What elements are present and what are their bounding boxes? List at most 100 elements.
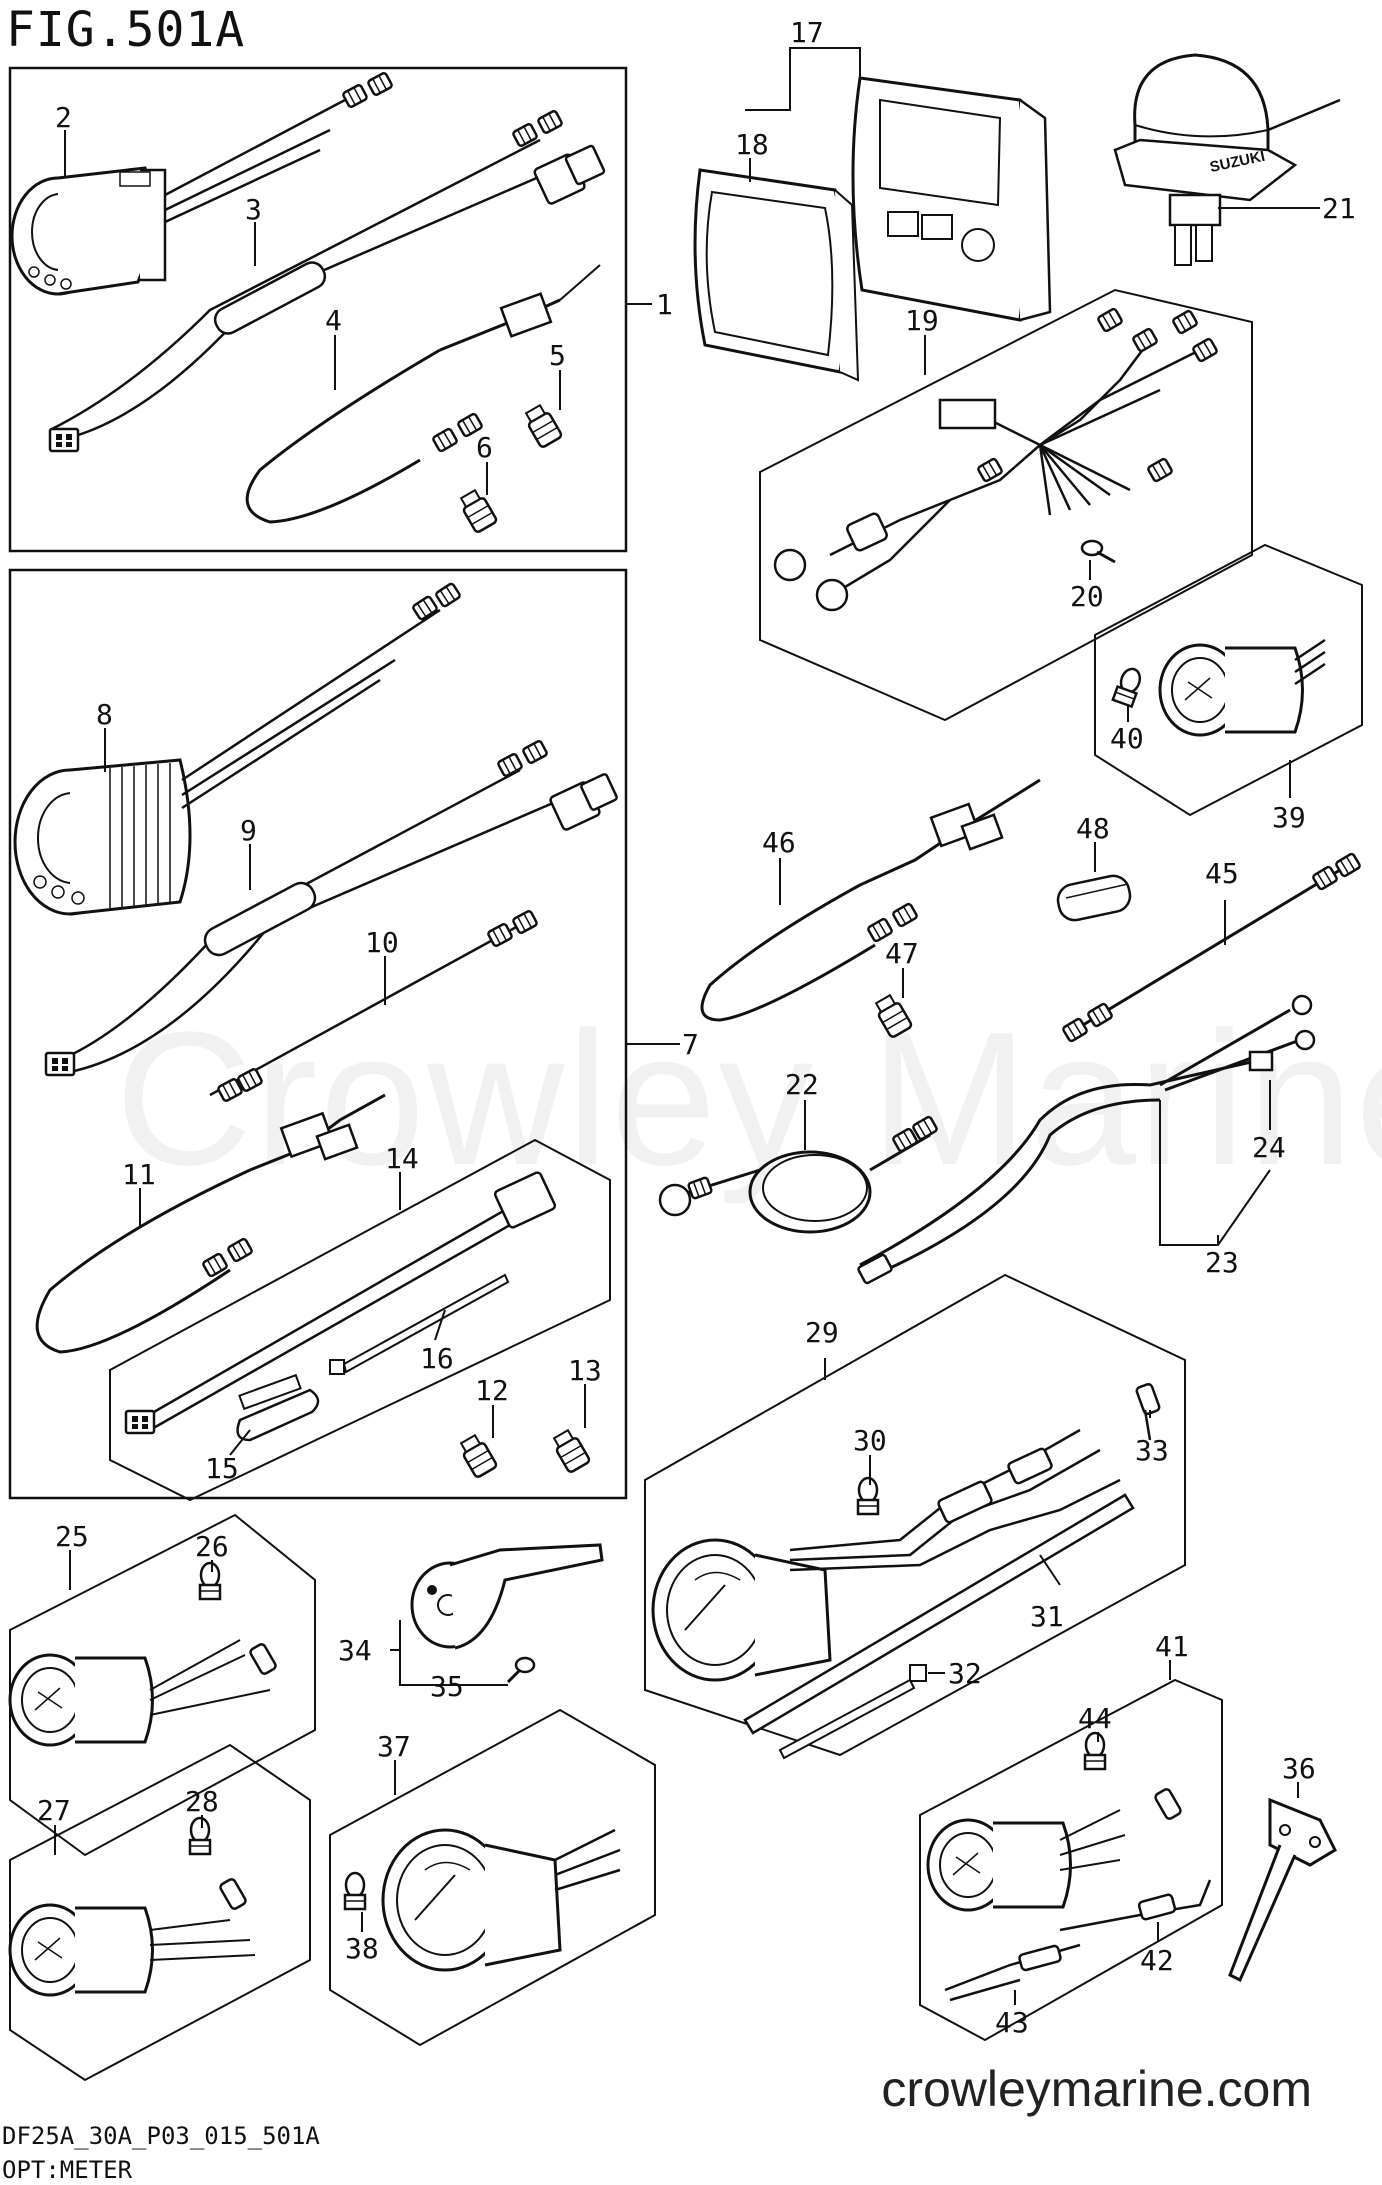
part-38-bulb[interactable] <box>343 1871 367 1911</box>
part-45-network-cable[interactable] <box>1077 868 1341 1030</box>
label-36[interactable]: 36 <box>1282 1752 1316 1785</box>
part-23-battery-cable[interactable] <box>859 1008 1301 1277</box>
label-33[interactable]: 33 <box>1135 1434 1169 1467</box>
part-42-harness[interactable] <box>1059 1879 1212 1932</box>
part-39-gauge[interactable] <box>1158 643 1304 737</box>
label-4[interactable]: 4 <box>325 304 342 337</box>
label-40[interactable]: 40 <box>1110 722 1144 755</box>
label-41[interactable]: 41 <box>1155 1630 1189 1663</box>
label-16[interactable]: 16 <box>420 1342 454 1375</box>
part-47-terminator-cap[interactable] <box>871 991 914 1040</box>
part-35-screw[interactable] <box>506 1656 536 1684</box>
label-25[interactable]: 25 <box>55 1520 89 1553</box>
label-8[interactable]: 8 <box>96 698 113 731</box>
figure-title: FIG.501A <box>6 2 246 58</box>
label-31[interactable]: 31 <box>1030 1600 1064 1633</box>
part-40-bulb[interactable] <box>1111 664 1146 708</box>
label-32[interactable]: 32 <box>948 1657 982 1690</box>
label-17[interactable]: 17 <box>790 16 824 49</box>
group-7-panel: 7 <box>8 568 699 1500</box>
part-6-terminator[interactable] <box>456 486 499 535</box>
label-35[interactable]: 35 <box>430 1670 464 1703</box>
label-12[interactable]: 12 <box>475 1374 509 1407</box>
label-6[interactable]: 6 <box>476 431 493 464</box>
label-9[interactable]: 9 <box>240 814 257 847</box>
part-14-extension-harness[interactable] <box>139 1208 511 1432</box>
label-3[interactable]: 3 <box>245 193 262 226</box>
part-3-noise-filter[interactable] <box>211 258 329 337</box>
part-25-trim-meter[interactable] <box>8 1653 154 1747</box>
part-37-gauge[interactable] <box>381 1828 562 1972</box>
part-32-cable-tie[interactable] <box>778 1664 927 1760</box>
label-22[interactable]: 22 <box>785 1068 819 1101</box>
label-19[interactable]: 19 <box>905 304 939 337</box>
website-link[interactable]: crowleymarine.com <box>881 2061 1312 2117</box>
label-13[interactable]: 13 <box>568 1354 602 1387</box>
part-13-terminator[interactable] <box>549 1426 592 1475</box>
label-47[interactable]: 47 <box>885 937 919 970</box>
group-27-panel: 27 <box>9 1743 311 2082</box>
label-11[interactable]: 11 <box>122 1158 156 1191</box>
diagram-subtitle: OPT:METER <box>2 2156 133 2184</box>
part-8-multifunction-meter[interactable] <box>13 758 192 916</box>
label-44[interactable]: 44 <box>1078 1702 1112 1735</box>
part-29-tachometer[interactable] <box>651 1538 832 1682</box>
part-12-terminator-cap[interactable] <box>456 1431 499 1480</box>
part-9-noise-filter[interactable] <box>200 878 319 959</box>
part-17-display-unit[interactable] <box>851 76 1052 322</box>
part-41-trim-meter[interactable] <box>926 1818 1072 1912</box>
part-48-grommet[interactable] <box>1055 873 1133 923</box>
label-10[interactable]: 10 <box>365 926 399 959</box>
label-42[interactable]: 42 <box>1140 1944 1174 1977</box>
label-39[interactable]: 39 <box>1272 801 1306 834</box>
group-37-panel: 37 <box>329 1708 656 2047</box>
label-30[interactable]: 30 <box>853 1424 887 1457</box>
part-20-screw[interactable] <box>1080 539 1116 564</box>
label-23[interactable]: 23 <box>1205 1246 1239 1279</box>
label-5[interactable]: 5 <box>549 339 566 372</box>
group-19-panel: 19 <box>759 288 1253 722</box>
part-30-bulb[interactable] <box>856 1476 880 1516</box>
part-34-knob[interactable] <box>410 1543 604 1650</box>
label-34[interactable]: 34 <box>338 1634 372 1667</box>
part-33-terminal[interactable] <box>1135 1382 1161 1441</box>
label-38[interactable]: 38 <box>345 1932 379 1965</box>
label-48[interactable]: 48 <box>1076 812 1110 845</box>
group-39-panel: 39 <box>1094 543 1363 834</box>
part-27-trim-meter[interactable] <box>8 1903 154 1997</box>
part-5-terminator-cap[interactable] <box>521 401 564 450</box>
part-46-network-cable[interactable] <box>700 778 1041 1022</box>
part-44-bulb[interactable] <box>1083 1731 1107 1771</box>
label-26[interactable]: 26 <box>195 1530 229 1563</box>
part-16-cable-tie[interactable] <box>329 1273 510 1375</box>
label-27[interactable]: 27 <box>37 1794 71 1827</box>
part-21-gps-antenna[interactable]: SUZUKI <box>1113 53 1341 266</box>
part-19-harness[interactable] <box>829 339 1201 592</box>
label-21[interactable]: 21 <box>1322 192 1356 225</box>
label-1[interactable]: 1 <box>656 288 673 321</box>
part-18-display-cover[interactable] <box>693 168 860 382</box>
label-37[interactable]: 37 <box>377 1730 411 1763</box>
label-15[interactable]: 15 <box>205 1452 239 1485</box>
label-28[interactable]: 28 <box>185 1785 219 1818</box>
label-7[interactable]: 7 <box>682 1028 699 1061</box>
label-46[interactable]: 46 <box>762 826 796 859</box>
part-26-bulb[interactable] <box>198 1561 222 1601</box>
label-20[interactable]: 20 <box>1070 580 1104 613</box>
group-14-panel: 14 <box>109 1138 611 1502</box>
part-15-clamp[interactable] <box>236 1388 320 1442</box>
label-14[interactable]: 14 <box>385 1142 419 1175</box>
part-36-trim-sender[interactable] <box>1228 1797 1337 1983</box>
label-2[interactable]: 2 <box>55 101 72 134</box>
label-29[interactable]: 29 <box>805 1316 839 1349</box>
group-41-panel: 41 <box>919 1630 1223 2042</box>
label-18[interactable]: 18 <box>735 128 769 161</box>
label-24[interactable]: 24 <box>1252 1131 1286 1164</box>
label-43[interactable]: 43 <box>995 2006 1029 2039</box>
part-31-protective-tube[interactable] <box>743 1493 1135 1735</box>
part-28-bulb[interactable] <box>188 1816 212 1856</box>
label-45[interactable]: 45 <box>1205 857 1239 890</box>
part-2-multifunction-meter[interactable] <box>10 166 167 296</box>
part-22-coiled-cable[interactable] <box>658 1133 931 1234</box>
